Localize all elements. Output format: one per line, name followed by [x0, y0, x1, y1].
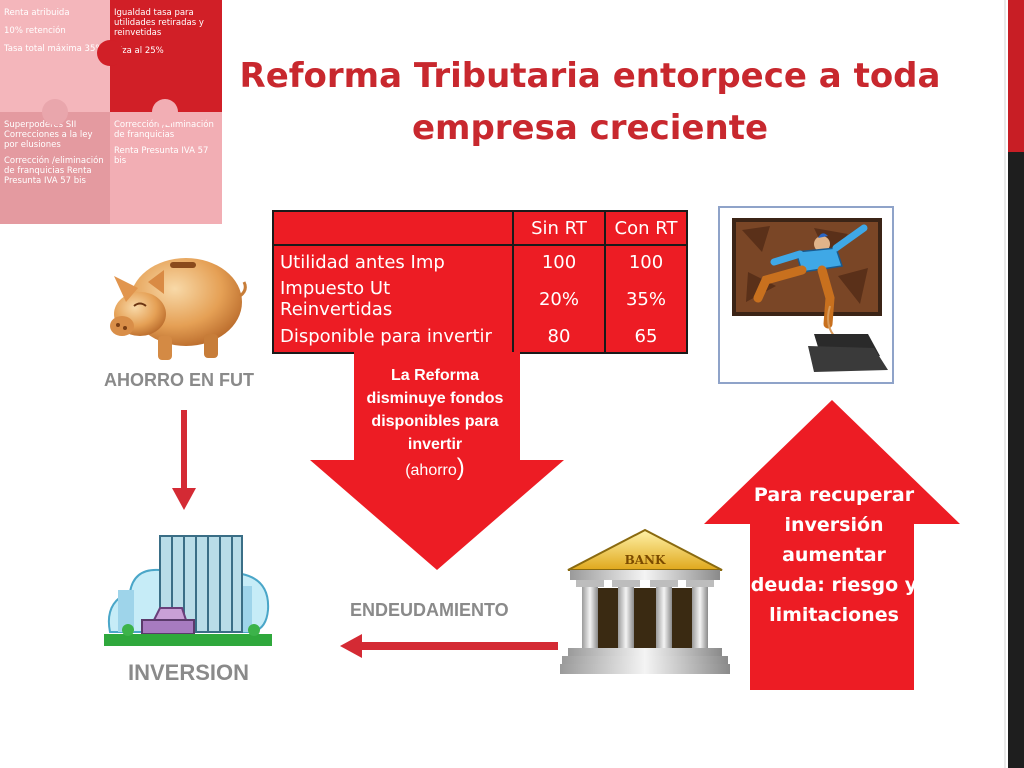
piggy-bank-icon [110, 258, 247, 360]
puzzle-text: 10% retención [4, 26, 66, 36]
table-row: Utilidad antes Imp 100 100 [273, 245, 687, 278]
right-accent-bar [1008, 0, 1024, 152]
table-cell: Disponible para invertir [280, 325, 492, 347]
down-arrow-caption: La Reforma disminuye fondos disponibles … [366, 367, 504, 453]
climber-icon [718, 206, 894, 384]
up-arrow-shape [704, 400, 960, 690]
table-cell: 65 [604, 320, 687, 353]
puzzle-panel: Renta atribuida 10% retención Tasa total… [0, 0, 222, 224]
table-header-cell: Con RT [604, 211, 687, 246]
down-arrow-caption-2: (ahorro [405, 462, 457, 479]
down-arrow-shape [310, 352, 564, 570]
comparison-table: Sin RT Con RT Utilidad antes Imp 100 100… [272, 210, 688, 354]
down-arrow-paren: ) [456, 454, 465, 481]
bank-icon: BANK [560, 528, 730, 674]
puzzle-text: Renta atribuida [4, 8, 70, 18]
arrow-left-icon [340, 634, 558, 658]
puzzle-knob [152, 99, 178, 125]
up-arrow-text: Para recuperar inversión aumentar deuda:… [750, 484, 918, 626]
table-cell: Utilidad antes Imp [280, 251, 445, 273]
right-dark-bar [1008, 152, 1024, 768]
inversion-label: INVERSION [128, 660, 250, 685]
table-cell: 100 [512, 245, 605, 278]
table-header-cell [273, 211, 513, 246]
puzzle-piece-bottom-right: Corrección /Eliminación de franquicias R… [110, 112, 222, 224]
puzzle-text: Igualdad tasa para utilidades retiradas … [114, 8, 204, 38]
down-arrow-text: La Reforma disminuye fondos disponibles … [360, 364, 510, 482]
puzzle-text: Renta Presunta IVA 57 bis [114, 146, 209, 166]
puzzle-piece-top-right: Igualdad tasa para utilidades retiradas … [110, 0, 222, 112]
table-header-cell: Sin RT [512, 211, 605, 246]
endeudamiento-label: ENDEUDAMIENTO [350, 600, 509, 620]
slide-title: Reforma Tributaria entorpece a toda empr… [239, 56, 941, 148]
puzzle-text: Corrección /Eliminación de franquicias [114, 120, 214, 140]
table-cell: 100 [604, 245, 687, 278]
ahorro-label: AHORRO EN FUT [104, 370, 254, 390]
bank-sign-text: BANK [625, 553, 666, 567]
office-building-icon [104, 535, 272, 646]
puzzle-knob [42, 99, 68, 125]
table-row: Disponible para invertir 80 65 [273, 320, 687, 353]
arrow-down-icon [172, 410, 196, 510]
puzzle-text: Superpoderes SII Correcciones a la ley p… [4, 120, 93, 150]
table-cell: 20% [512, 278, 605, 320]
puzzle-piece-top-left: Renta atribuida 10% retención Tasa total… [0, 0, 110, 112]
table-cell: 80 [512, 320, 605, 353]
right-divider-line [1004, 0, 1006, 768]
puzzle-text: Tasa total máxima 35% [4, 44, 104, 54]
puzzle-piece-bottom-left: Superpoderes SII Correcciones a la ley p… [0, 112, 110, 224]
table-row: Impuesto Ut Reinvertidas 20% 35% [273, 278, 687, 320]
table-cell: Impuesto Ut Reinvertidas [280, 278, 393, 320]
table-cell: 35% [604, 278, 687, 320]
table-header-row: Sin RT Con RT [273, 211, 687, 246]
puzzle-text: Corrección /eliminación de franquicias R… [4, 156, 104, 186]
puzzle-knob [97, 40, 123, 66]
puzzle-text: Alza al 25% [114, 46, 164, 56]
